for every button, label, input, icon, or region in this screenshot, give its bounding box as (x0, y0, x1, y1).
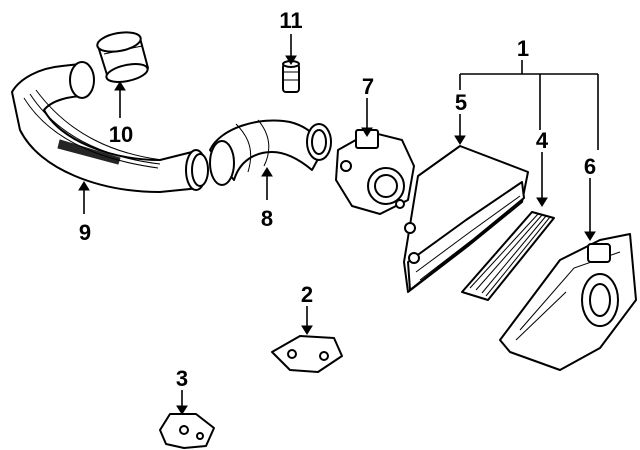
part-2-bracket (271, 335, 343, 373)
leader-lines (78, 34, 599, 415)
part-8-elbow-hose (209, 119, 332, 186)
callout-2: 2 (301, 282, 313, 307)
callout-5: 5 (455, 90, 467, 115)
callout-labels: 11 10 9 8 7 5 1 4 6 2 3 (79, 8, 596, 391)
part-10-coupler (96, 31, 149, 83)
callout-10: 10 (109, 122, 133, 147)
part-5-air-cleaner-cover (403, 145, 529, 293)
part-9-intake-duct (11, 61, 209, 193)
part-4-filter-element (461, 211, 555, 301)
callout-11: 11 (279, 8, 302, 33)
part-11-fitting (282, 60, 300, 93)
callout-1: 1 (517, 36, 529, 61)
callout-4: 4 (536, 128, 549, 153)
callout-6: 6 (584, 154, 596, 179)
callout-7: 7 (362, 74, 374, 99)
callout-9: 9 (79, 220, 91, 245)
part-3-clip-bracket (159, 413, 215, 449)
part-7-throttle-body (335, 129, 415, 215)
callout-8: 8 (261, 206, 273, 231)
callout-3: 3 (176, 366, 188, 391)
part-6-air-cleaner-base (499, 233, 637, 371)
